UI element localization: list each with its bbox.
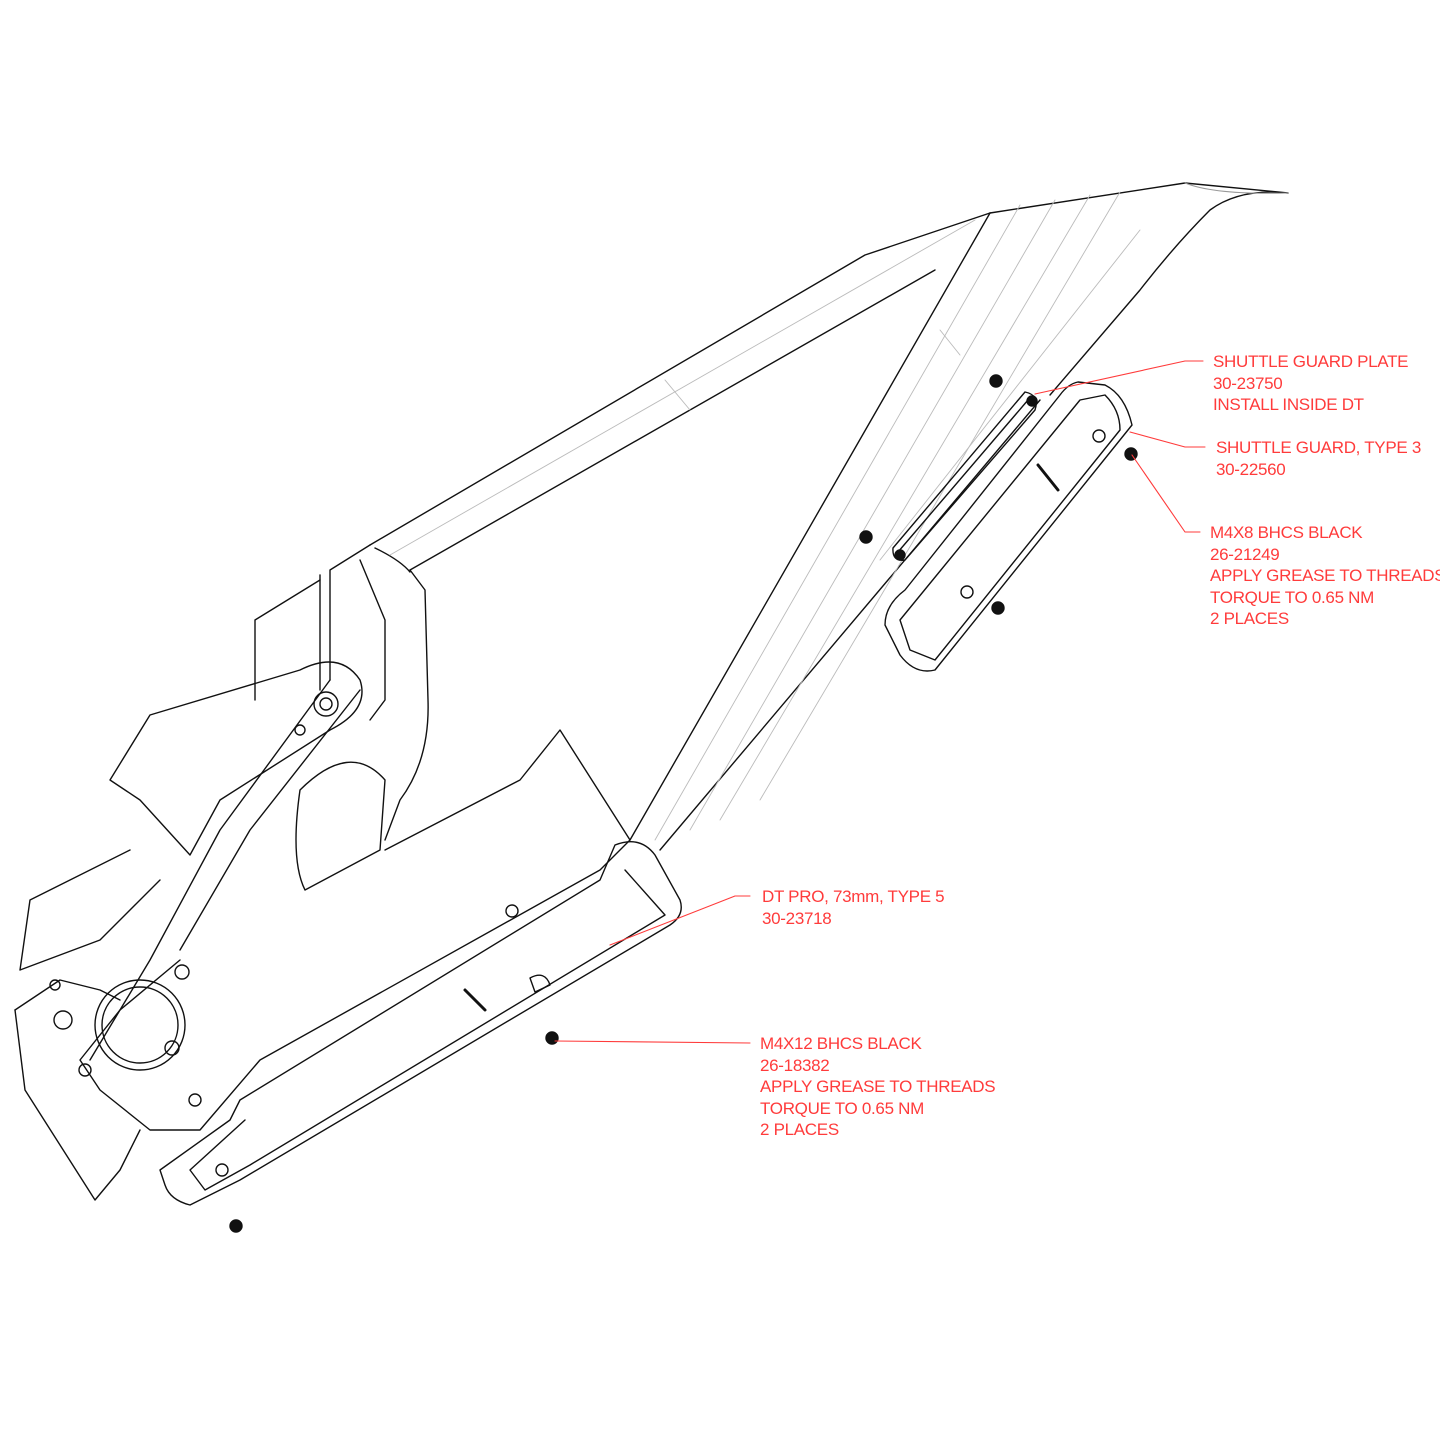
callout-line: SHUTTLE GUARD PLATE bbox=[1213, 352, 1409, 371]
callout-line: M4X12 BHCS BLACK bbox=[760, 1034, 922, 1053]
callout-line: 30-23718 bbox=[762, 908, 832, 928]
rocker-link bbox=[109, 661, 363, 856]
callout-m4x8-bolt: M4X8 BHCS BLACK 26-21249 APPLY GREASE TO… bbox=[1210, 522, 1440, 630]
callout-line: 30-22560 bbox=[1216, 459, 1286, 479]
callout-line: APPLY GREASE TO THREADS bbox=[760, 1077, 996, 1096]
bolt-icon bbox=[1124, 447, 1138, 461]
bolt-icons bbox=[229, 374, 1138, 1233]
bolt-icon bbox=[989, 374, 1003, 388]
bolt-icon bbox=[545, 1031, 559, 1045]
callout-line: 26-18382 bbox=[760, 1055, 830, 1075]
callout-line: 30-23750 bbox=[1213, 373, 1283, 393]
bolt-icon bbox=[859, 530, 873, 544]
down-tube bbox=[629, 182, 1289, 851]
top-tube bbox=[369, 212, 991, 573]
bolt-icon bbox=[894, 549, 906, 561]
bolt-icon bbox=[1026, 395, 1038, 407]
callout-dt-protector: DT PRO, 73mm, TYPE 5 30-23718 bbox=[762, 886, 945, 929]
callout-m4x12-bolt: M4X12 BHCS BLACK 26-18382 APPLY GREASE T… bbox=[760, 1033, 996, 1141]
seat-tube bbox=[254, 544, 429, 891]
bottom-bracket bbox=[49, 729, 631, 1131]
shuttle-guard-plate-part bbox=[892, 391, 1037, 561]
bolt-icon bbox=[229, 1219, 243, 1233]
callout-line: DT PRO, 73mm, TYPE 5 bbox=[762, 887, 945, 906]
callout-line: TORQUE TO 0.65 NM bbox=[760, 1098, 925, 1118]
shuttle-guard-part bbox=[884, 381, 1133, 672]
callout-line: M4X8 BHCS BLACK bbox=[1210, 523, 1363, 542]
callout-line: SHUTTLE GUARD, TYPE 3 bbox=[1216, 438, 1421, 457]
callout-line: 2 PLACES bbox=[760, 1120, 839, 1139]
bolt-icon bbox=[991, 601, 1005, 615]
callout-line: APPLY GREASE TO THREADS bbox=[1210, 566, 1440, 585]
swingarm bbox=[14, 679, 361, 1201]
callout-line: 26-21249 bbox=[1210, 544, 1280, 564]
callout-shuttle-guard: SHUTTLE GUARD, TYPE 3 30-22560 bbox=[1216, 437, 1421, 480]
callout-line: TORQUE TO 0.65 NM bbox=[1210, 587, 1375, 607]
callout-shuttle-guard-plate: SHUTTLE GUARD PLATE 30-23750 INSTALL INS… bbox=[1213, 351, 1408, 416]
dt-protector-part bbox=[159, 841, 682, 1206]
leader-lines bbox=[554, 360, 1206, 1044]
callout-line: INSTALL INSIDE DT bbox=[1213, 395, 1364, 414]
callout-line: 2 PLACES bbox=[1210, 609, 1289, 628]
